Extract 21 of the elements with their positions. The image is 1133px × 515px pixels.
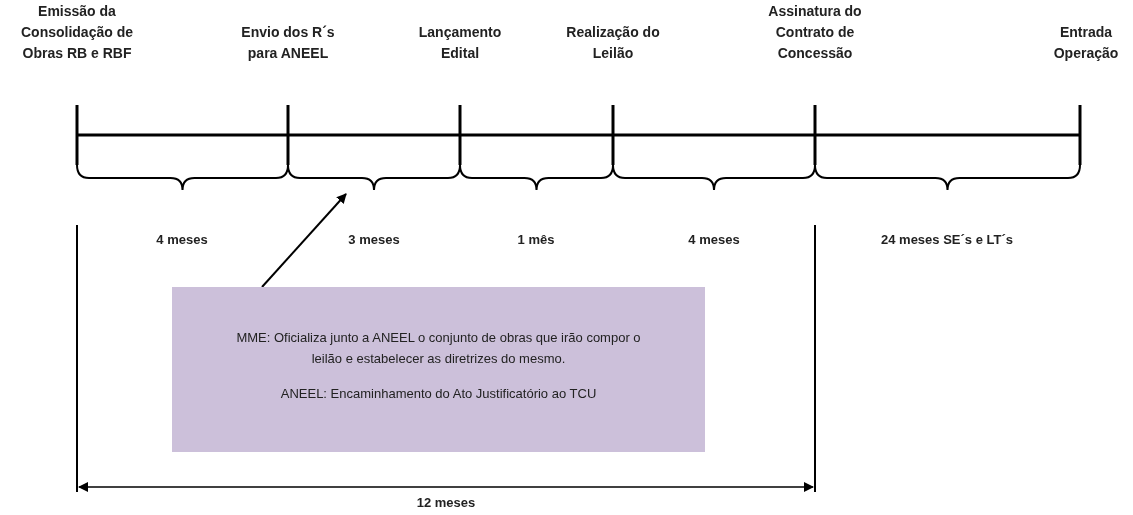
duration-label: 4 meses bbox=[155, 232, 209, 247]
leader-arrow bbox=[261, 193, 347, 288]
milestone-label: Assinatura do Contrato de Concessão bbox=[767, 2, 863, 63]
note-text: MME: Oficializa junto a ANEEL o conjunto de obras que irão compor o leilão e estabelecer as diretrizes do mesmo. bbox=[235, 329, 642, 368]
duration-label: 1 mês bbox=[516, 232, 556, 247]
note-text: ANEEL: Encaminhamento do Ato Justificatório ao TCU bbox=[279, 385, 598, 403]
duration-label: 24 meses SE´s e LT´s bbox=[880, 232, 1014, 247]
brace bbox=[287, 164, 461, 191]
milestone-label: Envio dos R´s para ANEEL bbox=[240, 23, 336, 63]
milestone-label: Realização do Leilão bbox=[565, 23, 661, 63]
brace bbox=[814, 164, 1081, 191]
duration-label: 4 meses bbox=[687, 232, 741, 247]
milestone-label: Entrada Operação bbox=[1052, 23, 1120, 63]
brace bbox=[612, 164, 816, 191]
duration-label: 3 meses bbox=[347, 232, 401, 247]
brace bbox=[76, 164, 289, 191]
milestone-label: Emissão da Consolidação de Obras RB e RBF bbox=[20, 2, 134, 63]
milestone-label: Lançamento Edital bbox=[417, 23, 503, 63]
note-box bbox=[172, 287, 705, 452]
brace bbox=[459, 164, 614, 191]
dimension-label: 12 meses bbox=[415, 495, 477, 510]
